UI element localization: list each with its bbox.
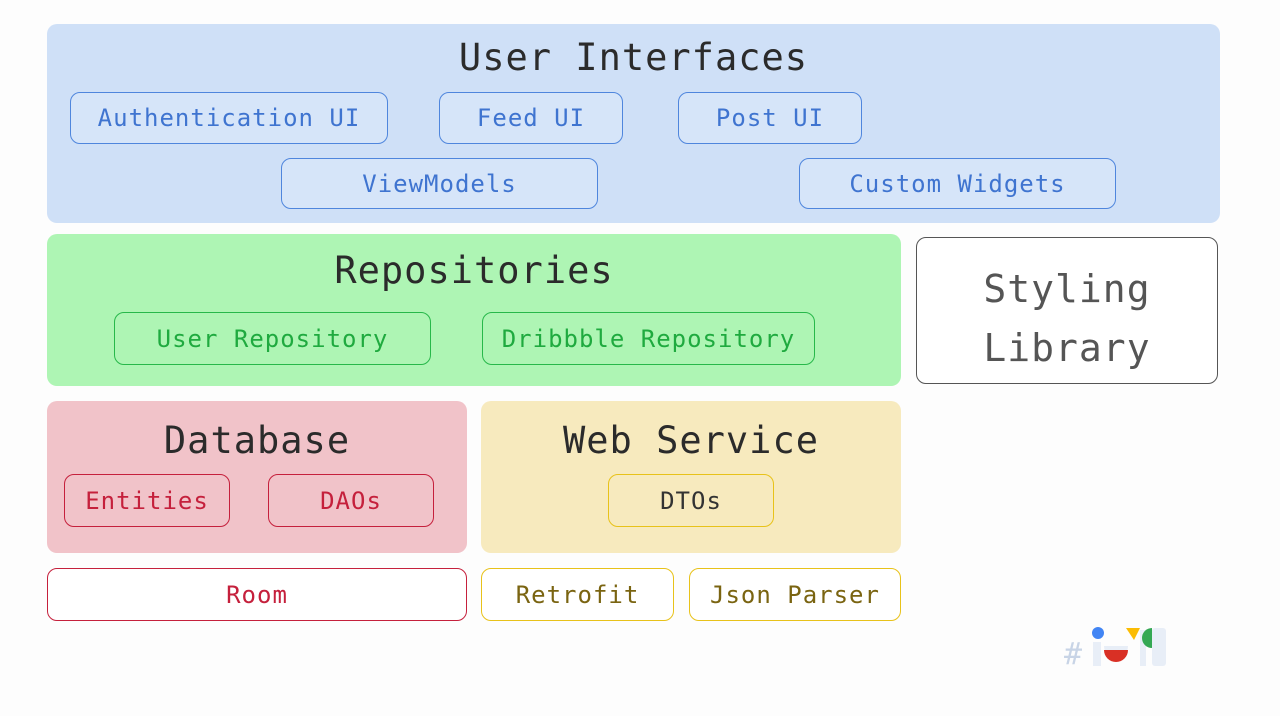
styling-library-label: Styling Library: [917, 260, 1217, 378]
user-interfaces-title: User Interfaces: [458, 36, 809, 79]
web-service-layer: Web Service DTOs: [481, 401, 901, 553]
styling-library-line2: Library: [983, 326, 1151, 370]
styling-library-box: Styling Library: [916, 237, 1218, 384]
user-repository-box: User Repository: [114, 312, 431, 365]
dtos-box: DTOs: [608, 474, 774, 527]
google-io-logo: #: [1064, 624, 1174, 672]
post-ui-box: Post UI: [678, 92, 862, 144]
styling-library-line1: Styling: [983, 267, 1151, 311]
authentication-ui-box: Authentication UI: [70, 92, 388, 144]
web-service-title: Web Service: [562, 419, 820, 462]
feed-ui-box: Feed UI: [439, 92, 623, 144]
viewmodels-box: ViewModels: [281, 158, 598, 209]
retrofit-box: Retrofit: [481, 568, 674, 621]
repositories-title: Repositories: [334, 249, 614, 292]
room-box: Room: [47, 568, 467, 621]
svg-text:#: #: [1064, 637, 1082, 670]
database-title: Database: [163, 419, 351, 462]
user-interfaces-layer: User Interfaces Authentication UI Feed U…: [47, 24, 1220, 223]
database-layer: Database Entities DAOs: [47, 401, 467, 553]
custom-widgets-box: Custom Widgets: [799, 158, 1116, 209]
repositories-layer: Repositories User Repository Dribbble Re…: [47, 234, 901, 386]
google-io-logo-icon: #: [1064, 627, 1166, 672]
daos-box: DAOs: [268, 474, 434, 527]
entities-box: Entities: [64, 474, 230, 527]
dribbble-repository-box: Dribbble Repository: [482, 312, 815, 365]
json-parser-box: Json Parser: [689, 568, 901, 621]
